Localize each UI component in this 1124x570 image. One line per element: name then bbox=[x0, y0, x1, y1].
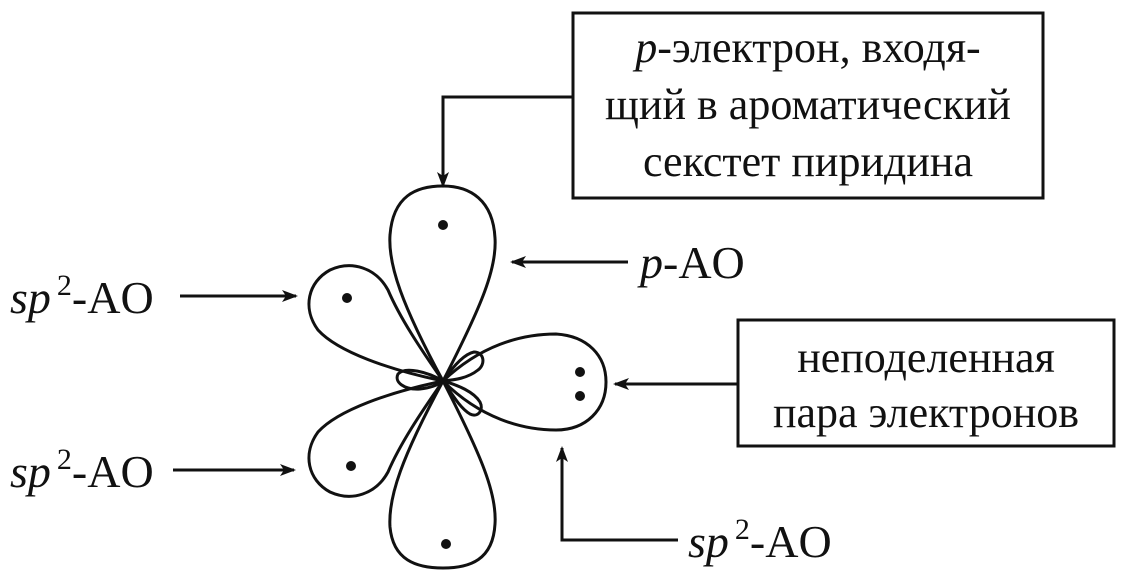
electron-dot bbox=[575, 391, 585, 401]
sp2-lobe-lower-left bbox=[309, 381, 443, 496]
arrow-sp2-right bbox=[562, 448, 678, 540]
lone-pair-label-line1: неподеленная bbox=[797, 333, 1055, 382]
electrons bbox=[342, 220, 585, 549]
electron-dot bbox=[342, 293, 352, 303]
sp2-lobe-upper-left bbox=[309, 266, 443, 381]
electron-dot bbox=[438, 220, 448, 230]
p-electron-label-line2: щий в ароматический bbox=[605, 80, 1011, 129]
electron-dot bbox=[441, 539, 451, 549]
p-ao-label: p-AO bbox=[637, 237, 745, 288]
p-electron-label-line3: секстет пиридина bbox=[643, 137, 973, 186]
sp2-lobe-right bbox=[443, 334, 606, 430]
lone-pair-label-line2: пара электронов bbox=[773, 388, 1079, 437]
arrow-p-electron bbox=[443, 97, 573, 186]
electron-dot bbox=[346, 461, 356, 471]
p-electron-label-line1: p-электрон, входя- bbox=[632, 23, 980, 72]
electron-dot bbox=[575, 367, 585, 377]
